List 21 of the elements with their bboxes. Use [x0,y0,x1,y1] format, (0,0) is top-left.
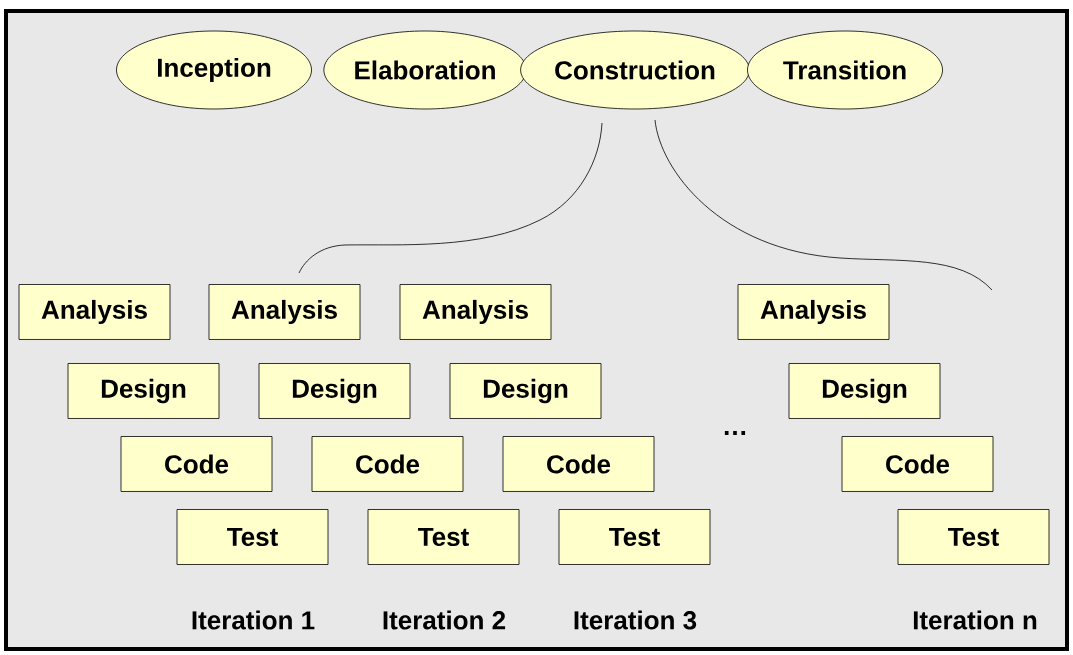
activity-box: Design [449,363,602,419]
iteration-label: Iteration 2 [383,610,506,630]
activity-box: Analysis [208,284,361,340]
activity-box: Code [502,436,655,492]
activity-box: Design [788,363,941,419]
activity-box: Test [176,509,329,565]
activity-box: Analysis [399,284,552,340]
activity-box: Test [897,509,1050,565]
activity-box: Test [367,509,520,565]
iteration-label: Iteration n [913,610,1037,630]
activity-box: Test [558,509,711,565]
iteration-label: Iteration 1 [192,610,315,630]
iteration-label: Iteration 3 [574,610,697,630]
activity-box: Analysis [18,284,171,340]
activity-box: Design [258,363,411,419]
activity-box: Code [120,436,273,492]
ellipsis: … [724,431,746,435]
activity-box: Analysis [737,284,890,340]
activity-box: Design [67,363,220,419]
activity-box: Code [311,436,464,492]
activity-box: Code [841,436,994,492]
